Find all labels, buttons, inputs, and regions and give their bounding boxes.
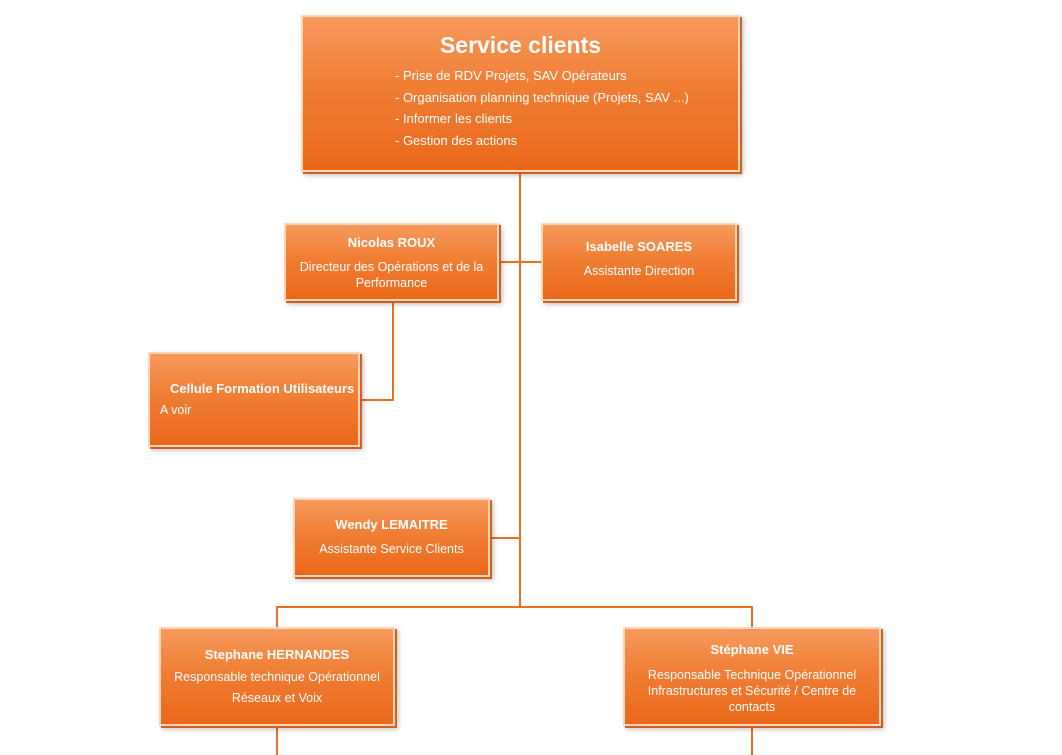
node-name: Cellule Formation Utilisateurs [170,381,355,396]
duty-item: - Gestion des actions [395,132,518,148]
duties-list: - Prise de RDV Projets, SAV Opérateurs -… [395,65,738,151]
connector-assistants [498,261,542,263]
wendy-lemaitre-box: Wendy LEMAITRE Assistante Service Client… [293,498,490,577]
connector-right-drop [751,606,753,628]
duty-item: - Informer les clients [395,111,513,126]
node-role: Assistante Direction [583,264,695,278]
cellule-formation-box: Cellule Formation Utilisateurs A voir [148,352,360,447]
stephane-vie-box: Stéphane VIE Responsable Technique Opéra… [623,627,881,726]
stephane-hernandes-box: Stephane HERNANDES Responsable technique… [159,627,395,726]
duty-item: - Organisation planning technique (Proje… [395,89,689,105]
connector-trunk [519,170,521,607]
node-note: A voir [160,403,192,417]
duty-item: - Prise de RDV Projets, SAV Opérateurs [395,68,627,83]
connector-right-continue [751,724,753,755]
connector-cellule [359,399,394,401]
service-clients-title: Service clients [439,32,602,58]
node-name: Nicolas ROUX [347,235,436,250]
connector-wendy [489,537,520,539]
connector-bottom-bar [276,606,753,608]
node-name: Wendy LEMAITRE [335,517,448,532]
isabelle-soares-box: Isabelle SOARES Assistante Direction [541,223,737,301]
node-role: Responsable technique Opérationnel [174,670,380,684]
nicolas-roux-box: Nicolas ROUX Directeur des Opérations et… [284,223,499,301]
node-role: Responsable Technique Opérationnel Infra… [647,668,857,714]
node-name: Isabelle SOARES [585,239,693,254]
service-clients-box: Service clients - Prise de RDV Projets, … [301,15,740,172]
connector-left-drop [276,606,278,628]
node-role: Assistante Service Clients [319,542,464,556]
node-role: Réseaux et Voix [231,691,323,705]
node-name: Stephane HERNANDES [204,647,350,662]
connector-left-continue [276,724,278,755]
node-role: Directeur des Opérations et de la Perfor… [299,260,484,290]
connector-nicolas-down [392,299,394,400]
node-name: Stéphane VIE [710,642,794,657]
